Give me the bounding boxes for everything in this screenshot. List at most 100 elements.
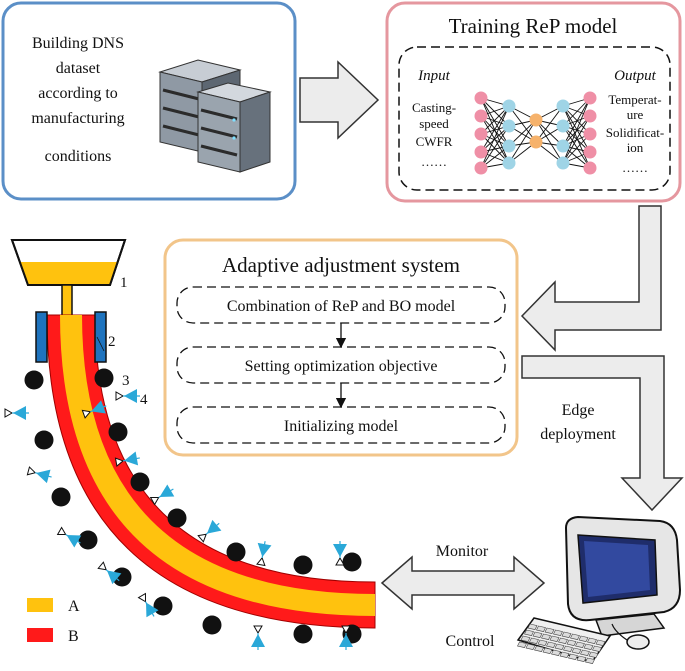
computer-icon bbox=[516, 515, 682, 664]
arrow-edge-deployment bbox=[521, 355, 684, 512]
nn-node bbox=[583, 161, 597, 175]
dataset-line-4: manufacturing bbox=[31, 110, 124, 127]
roller bbox=[226, 542, 246, 562]
part-number-1: 1 bbox=[120, 275, 128, 291]
nn-connection bbox=[480, 105, 510, 169]
spray-nozzle bbox=[115, 389, 140, 403]
nn-connection bbox=[562, 97, 591, 164]
output-item-5: …… bbox=[622, 160, 648, 175]
nn-node bbox=[583, 127, 597, 141]
neural-network-icon bbox=[474, 91, 597, 175]
nn-node bbox=[474, 109, 488, 123]
nn-connection bbox=[480, 105, 510, 153]
spray-nozzle bbox=[256, 541, 272, 567]
output-item-2: ure bbox=[627, 107, 644, 122]
nn-connection bbox=[562, 97, 591, 147]
roller bbox=[342, 552, 362, 572]
nn-node bbox=[583, 145, 597, 159]
output-label: Output bbox=[614, 68, 657, 84]
step-label-1: Combination of ReP and BO model bbox=[227, 298, 456, 315]
nn-node bbox=[474, 127, 488, 141]
input-item-3: CWFR bbox=[416, 134, 453, 149]
roller bbox=[51, 487, 71, 507]
spray-nozzle bbox=[114, 451, 140, 467]
dataset-line-3: according to bbox=[38, 85, 118, 102]
spray-nozzle bbox=[26, 466, 52, 484]
arrow-training-to-adaptive bbox=[520, 205, 662, 352]
spray-nozzle bbox=[97, 561, 122, 585]
output-item-3: Solidificat- bbox=[606, 125, 665, 140]
edge-label-2: deployment bbox=[540, 426, 616, 443]
nn-node bbox=[556, 119, 570, 133]
nn-connection bbox=[480, 105, 510, 135]
spray-nozzle bbox=[197, 519, 222, 543]
legend: A B bbox=[27, 598, 80, 645]
nn-node bbox=[474, 145, 488, 159]
legend-swatch-a bbox=[27, 598, 53, 612]
roller bbox=[108, 422, 128, 442]
training-title: Training ReP model bbox=[449, 14, 618, 38]
nn-connection bbox=[562, 133, 591, 164]
input-label: Input bbox=[417, 68, 450, 84]
nn-connection bbox=[535, 105, 564, 143]
roller bbox=[153, 596, 173, 616]
spray-nozzle bbox=[81, 400, 107, 419]
spray-nozzle bbox=[339, 625, 353, 650]
server-rack-icon bbox=[158, 59, 272, 173]
dataset-line-2: dataset bbox=[56, 60, 101, 77]
step-label-3: Initializing model bbox=[284, 418, 399, 435]
step-label-2: Setting optimization objective bbox=[245, 358, 438, 375]
output-item-1: Temperat- bbox=[608, 92, 661, 107]
spray-nozzle bbox=[56, 526, 82, 548]
roller bbox=[293, 624, 313, 644]
nn-node bbox=[502, 119, 516, 133]
nn-connection bbox=[508, 119, 537, 164]
strand-shell-b bbox=[46, 314, 376, 629]
dataset-line-5: conditions bbox=[45, 148, 112, 165]
nn-node bbox=[556, 156, 570, 170]
spray-nozzle bbox=[137, 592, 159, 618]
roller bbox=[167, 508, 187, 528]
dataset-box: Building DNS dataset according to manufa… bbox=[1, 1, 297, 201]
nn-node bbox=[529, 135, 543, 149]
arrow-dataset-to-training bbox=[299, 60, 380, 140]
training-box: Training ReP model Input Output Casting-… bbox=[385, 1, 682, 203]
nn-node bbox=[529, 113, 543, 127]
nn-node bbox=[556, 139, 570, 153]
roller bbox=[24, 370, 44, 390]
arrow-monitor-control bbox=[380, 555, 546, 611]
nn-connection bbox=[480, 115, 510, 147]
adaptive-title: Adaptive adjustment system bbox=[222, 253, 460, 277]
roller bbox=[78, 530, 98, 550]
nn-node bbox=[502, 99, 516, 113]
legend-swatch-b bbox=[27, 628, 53, 642]
continuous-casting-machine: 1 2 3 4 bbox=[4, 239, 376, 650]
control-label: Control bbox=[446, 633, 495, 650]
roller bbox=[112, 567, 132, 587]
nn-connection bbox=[535, 119, 564, 164]
legend-label-b: B bbox=[68, 628, 79, 645]
part-number-3: 3 bbox=[122, 373, 130, 389]
nn-node bbox=[556, 99, 570, 113]
nn-node bbox=[502, 139, 516, 153]
nn-node bbox=[583, 109, 597, 123]
nn-connection bbox=[480, 97, 510, 147]
nn-node bbox=[474, 91, 488, 105]
edge-label-1: Edge bbox=[562, 402, 595, 419]
spray-nozzle bbox=[4, 406, 29, 420]
part-number-2: 2 bbox=[108, 334, 116, 350]
monitor-label: Monitor bbox=[436, 543, 489, 560]
input-item-4: …… bbox=[421, 154, 447, 169]
nn-node bbox=[474, 161, 488, 175]
nn-connection bbox=[508, 105, 537, 143]
roller bbox=[130, 472, 150, 492]
adaptive-box: Adaptive adjustment system Combination o… bbox=[163, 238, 519, 457]
nn-connection bbox=[562, 125, 591, 169]
mold-left bbox=[35, 311, 48, 363]
mouse bbox=[626, 634, 650, 650]
nn-connection bbox=[480, 97, 510, 127]
legend-label-a: A bbox=[68, 598, 80, 615]
training-box-border bbox=[385, 1, 682, 203]
